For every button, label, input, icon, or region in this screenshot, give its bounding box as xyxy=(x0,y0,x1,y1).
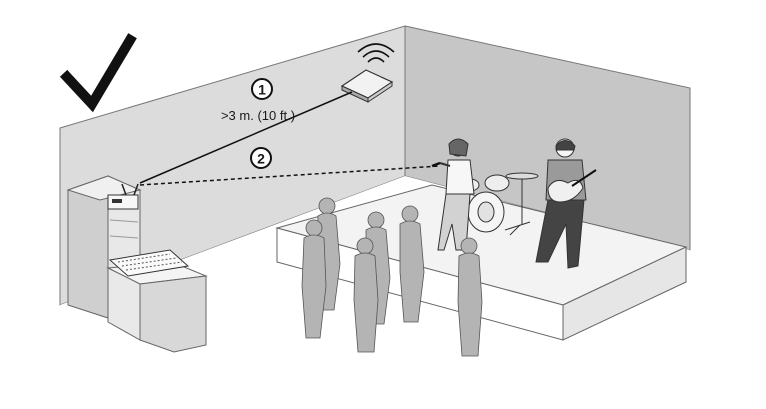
audience-member xyxy=(457,237,483,357)
mixer-icon xyxy=(108,249,190,277)
callout-1-number: 1 xyxy=(258,82,266,98)
equipment-rack xyxy=(66,175,142,319)
distance-label: >3 m. (10 ft.) xyxy=(221,108,295,123)
stage-side xyxy=(562,246,687,341)
receiver-rack-icon xyxy=(107,183,139,210)
callout-1: 1 >3 m. (10 ft.) xyxy=(221,78,295,123)
audience xyxy=(301,197,483,357)
singer xyxy=(431,138,475,251)
checkmark-icon xyxy=(59,33,137,113)
audience-member xyxy=(301,219,327,339)
guitar-icon xyxy=(547,169,597,203)
rf-signal-line xyxy=(139,165,441,186)
mixer-table xyxy=(106,249,208,353)
microphone-icon xyxy=(431,161,441,168)
antenna-device-icon xyxy=(340,69,394,103)
distance-line xyxy=(139,91,353,184)
guitarist xyxy=(535,138,597,269)
audience-member xyxy=(353,237,379,353)
callout-2-number: 2 xyxy=(257,151,265,167)
callout-2: 2 xyxy=(250,147,272,169)
wireless-signal-icon xyxy=(357,43,395,63)
audience-member xyxy=(399,205,425,323)
